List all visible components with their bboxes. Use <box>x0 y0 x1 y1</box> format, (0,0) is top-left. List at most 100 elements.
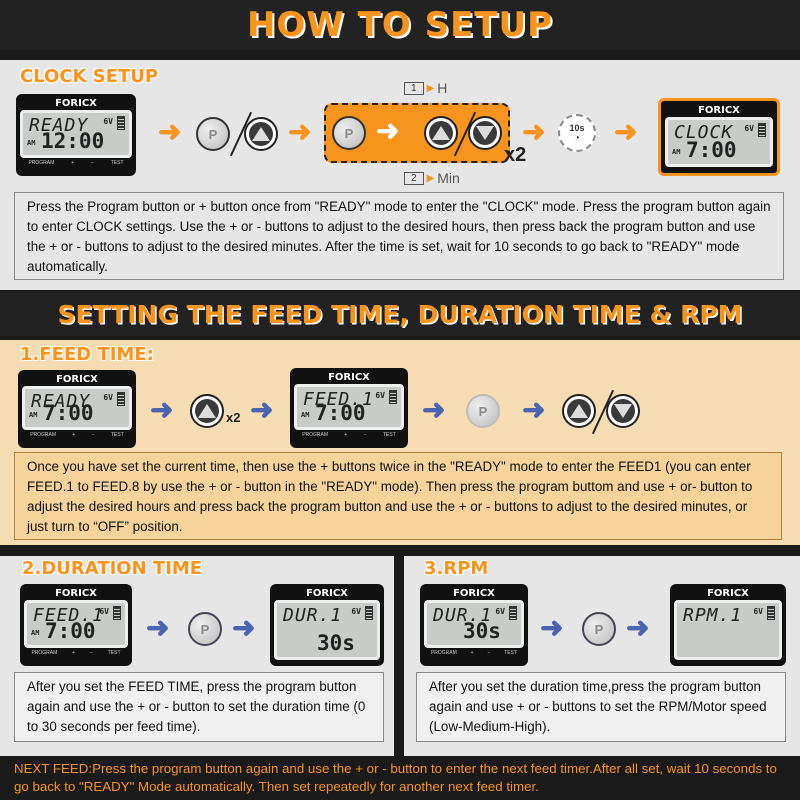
lcd-screen: RPM.1 6V <box>674 600 782 660</box>
lcd-am: AM <box>672 148 681 156</box>
battery-icon <box>758 123 766 137</box>
duration-lcd-dur1: FORICX DUR.1 6V 30s <box>270 584 384 666</box>
title-band: HOW TO SETUP <box>0 0 800 50</box>
clock-lcd-clock: FORICX CLOCK 6V AM 7:00 <box>658 98 780 176</box>
lcd-line1: DUR.1 <box>433 605 493 626</box>
program-button[interactable]: P <box>466 394 500 428</box>
lcd-screen: DUR.1 6V 30s <box>424 600 524 648</box>
lcd-screen: DUR.1 6V 30s <box>274 600 380 660</box>
battery-icon <box>389 390 397 404</box>
lcd-volt: 6V <box>103 117 113 126</box>
brand-logo: FORICX <box>707 588 749 599</box>
lcd-line1: DUR.1 <box>283 605 343 626</box>
program-button[interactable]: P <box>332 116 366 150</box>
up-triangle-icon <box>432 126 450 140</box>
battery-icon <box>365 606 373 620</box>
arrow-right-icon: ➜ <box>422 394 446 425</box>
lcd-screen: READY 6V AM 12:00 <box>20 110 132 158</box>
lcd-volt: 6V <box>744 124 754 133</box>
plus-button[interactable] <box>424 116 458 150</box>
brand-logo: FORICX <box>698 105 740 116</box>
brand-logo: FORICX <box>306 588 348 599</box>
duration-lcd-feed1: FORICX FEED.1 6V AM 7:00 PROGRAM+−TEST <box>20 584 132 666</box>
arrow-right-icon: ➜ <box>614 116 638 147</box>
down-triangle-icon <box>614 404 632 418</box>
rpm-lcd-dur1: FORICX DUR.1 6V 30s PROGRAM+−TEST <box>420 584 528 666</box>
arrow-right-icon: ➜ <box>288 116 312 147</box>
arrow-right-icon: ➜ <box>522 394 546 425</box>
up-triangle-icon <box>252 127 270 141</box>
plus-button[interactable] <box>244 117 278 151</box>
lcd-am: AM <box>29 411 38 419</box>
arrow-right-icon: ➜ <box>376 115 400 146</box>
lcd-line2: 7:00 <box>686 138 737 162</box>
lcd-line2: 30s <box>317 631 355 655</box>
multiplier: x2 <box>504 144 527 166</box>
lcd-line2: 7:00 <box>43 401 94 425</box>
lcd-line1: FEED.1 <box>303 389 375 410</box>
battery-icon <box>117 116 125 130</box>
minus-button[interactable] <box>468 116 502 150</box>
step-1-marker: 1 ▶ H <box>404 80 447 96</box>
lcd-line1: RPM.1 <box>683 605 743 626</box>
rpm-instructions: After you set the duration time,press th… <box>416 672 786 742</box>
step-2-marker: 2 ▶ Min <box>404 170 460 186</box>
plus-button[interactable] <box>190 394 224 428</box>
lcd-line1: READY <box>29 115 89 136</box>
lcd-volt: 6V <box>375 391 385 400</box>
arrow-right-icon: ➜ <box>626 612 650 643</box>
lcd-line2: 12:00 <box>41 129 105 153</box>
clock-instructions: Press the Program button or + button onc… <box>14 192 784 280</box>
lcd-volt: 6V <box>753 607 763 616</box>
arrow-right-icon: ➜ <box>522 116 546 147</box>
battery-icon <box>509 606 517 620</box>
lcd-screen: READY 6V AM 7:00 <box>22 386 132 430</box>
program-button[interactable]: P <box>196 117 230 151</box>
multiplier: x2 <box>226 410 241 425</box>
duration-instructions: After you set the FEED TIME, press the p… <box>14 672 384 742</box>
lcd-screen: FEED.1 6V AM 7:00 <box>24 600 128 648</box>
battery-icon <box>767 606 775 620</box>
lcd-am: AM <box>301 411 310 419</box>
section-title: SETTING THE FEED TIME, DURATION TIME & R… <box>57 299 743 329</box>
up-triangle-icon <box>198 404 216 418</box>
lcd-screen: CLOCK 6V AM 7:00 <box>665 117 773 167</box>
lcd-line2: 30s <box>463 619 501 643</box>
lcd-volt: 6V <box>99 607 109 616</box>
arrow-right-icon: ➜ <box>150 394 174 425</box>
clock-lcd-ready: FORICX READY 6V AM 12:00 PROGRAM+−TEST <box>16 94 136 176</box>
lcd-footer: PROGRAM+−TEST <box>302 432 396 438</box>
brand-logo: FORICX <box>56 374 98 385</box>
battery-icon <box>117 392 125 406</box>
feed-lcd-feed1: FORICX FEED.1 6V AM 7:00 PROGRAM+−TEST <box>290 368 408 448</box>
plus-button[interactable] <box>562 394 596 428</box>
arrow-right-icon: ➜ <box>146 612 170 643</box>
program-button[interactable]: P <box>188 612 222 646</box>
lcd-footer: PROGRAM+−TEST <box>28 160 124 166</box>
brand-logo: FORICX <box>453 588 495 599</box>
lcd-am: AM <box>27 139 36 147</box>
program-button[interactable]: P <box>582 612 616 646</box>
section-band: SETTING THE FEED TIME, DURATION TIME & R… <box>0 292 800 336</box>
timer-icon: 10s ◔ <box>558 114 596 152</box>
wait-label: 10s <box>569 122 585 133</box>
duration-heading: 2.DURATION TIME <box>22 558 203 579</box>
lcd-volt: 6V <box>103 393 113 402</box>
arrow-right-icon: ➜ <box>158 116 182 147</box>
down-triangle-icon <box>476 126 494 140</box>
lcd-volt: 6V <box>351 607 361 616</box>
battery-icon <box>113 606 121 620</box>
page-title: HOW TO SETUP <box>246 5 554 45</box>
feed-time-instructions: Once you have set the current time, then… <box>14 452 782 540</box>
lcd-footer: PROGRAM+−TEST <box>31 650 121 656</box>
rpm-heading: 3.RPM <box>424 558 489 579</box>
lcd-line2: 7:00 <box>315 401 366 425</box>
lcd-line1: FEED.1 <box>33 605 105 626</box>
arrow-right-icon: ➜ <box>250 394 274 425</box>
brand-logo: FORICX <box>55 98 97 109</box>
lcd-am: AM <box>31 629 40 637</box>
minus-button[interactable] <box>606 394 640 428</box>
next-feed-note: NEXT FEED:Press the program button again… <box>14 761 777 794</box>
feed-lcd-ready: FORICX READY 6V AM 7:00 PROGRAM+−TEST <box>18 370 136 448</box>
lcd-footer: PROGRAM+−TEST <box>30 432 124 438</box>
